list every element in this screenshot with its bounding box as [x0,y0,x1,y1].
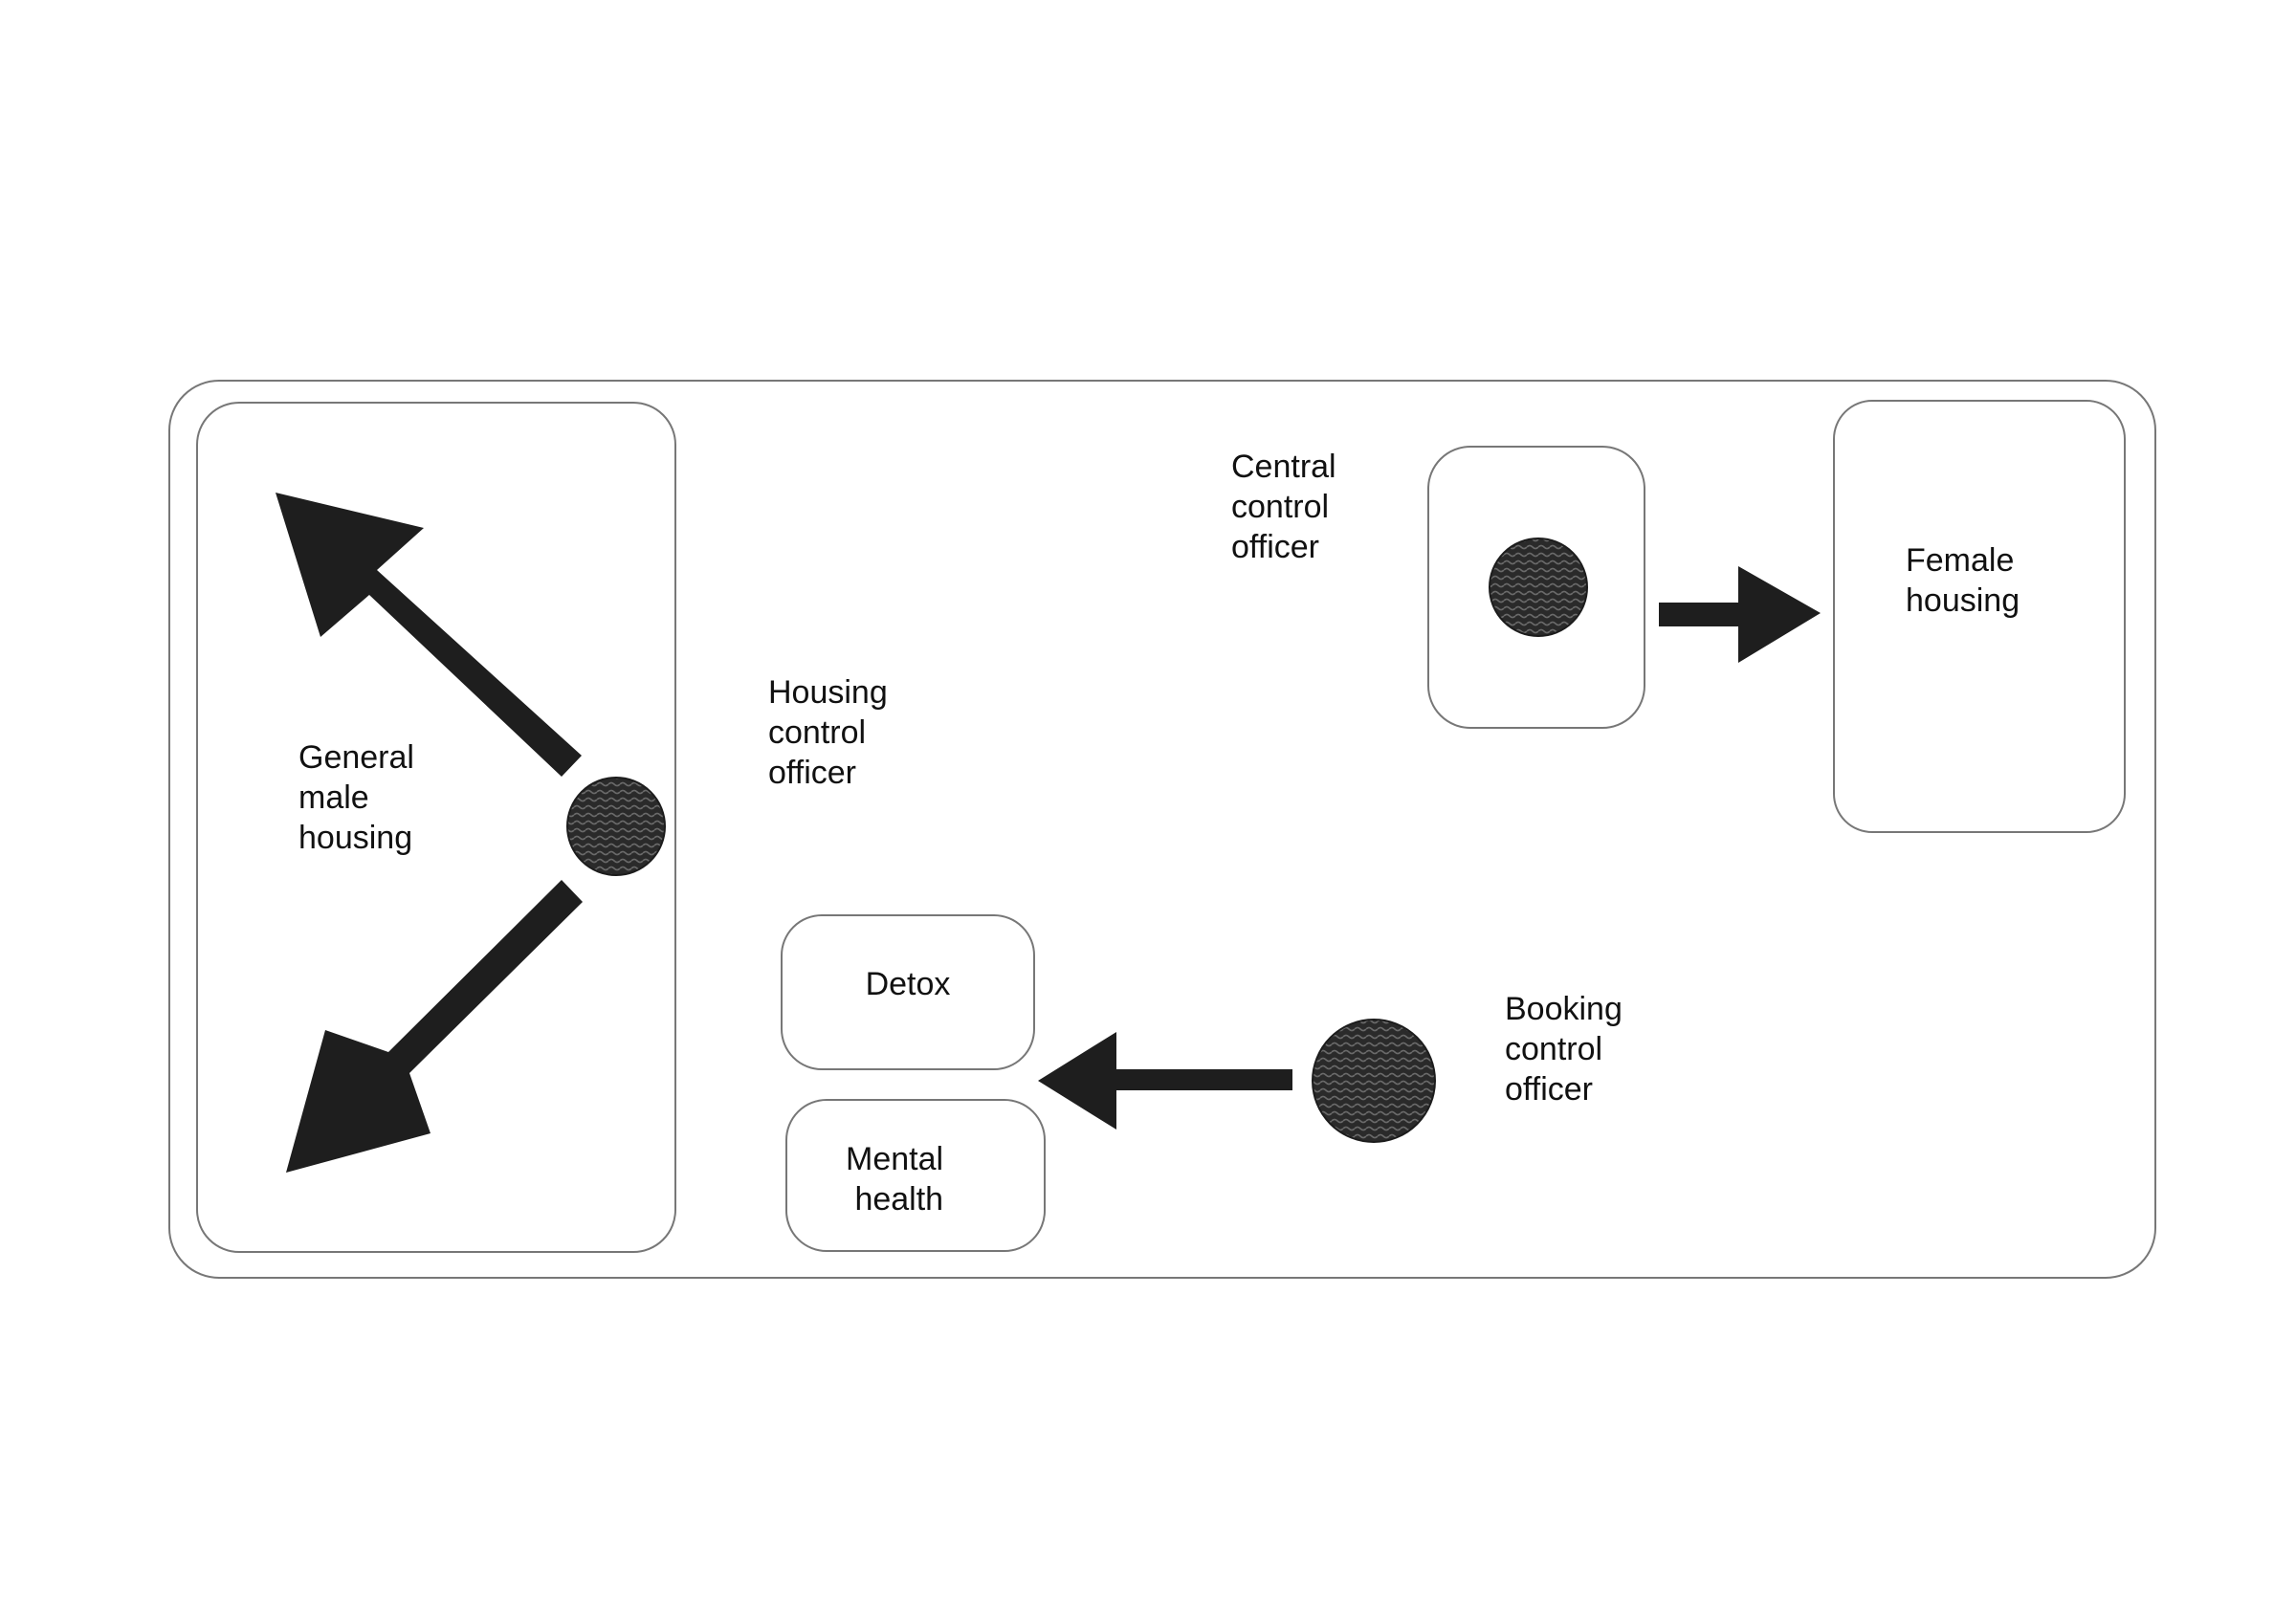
central-control-officer-label: Central control officer [1231,449,1336,565]
arrow-to-female-housing-icon [1659,566,1821,663]
arrow-up-left-icon [276,493,582,777]
flow-arrow-icon [276,493,1821,1173]
detox-zone [781,914,1035,1070]
arrow-down-left-icon [286,880,583,1173]
mental-health-zone [785,1099,1046,1252]
detox-label: Detox [865,966,951,1002]
officer-dot-icon [1312,1019,1436,1143]
mental-health-label: Mental health [846,1141,944,1218]
housing-control-officer-label: Housing control officer [768,674,888,791]
central-control-booth [1427,446,1645,729]
officer-dot-icon [1489,538,1588,637]
female-housing-zone [1833,400,2126,833]
general-male-housing-label: General male housing [298,739,414,856]
general-male-housing-zone [196,402,676,1253]
arrow-to-detox-icon [1038,1032,1292,1130]
officer-dot-icon [566,777,666,876]
female-housing-label: Female housing [1906,542,2020,619]
booking-control-officer-label: Booking control officer [1505,991,1623,1108]
facility-boundary [168,380,2156,1279]
